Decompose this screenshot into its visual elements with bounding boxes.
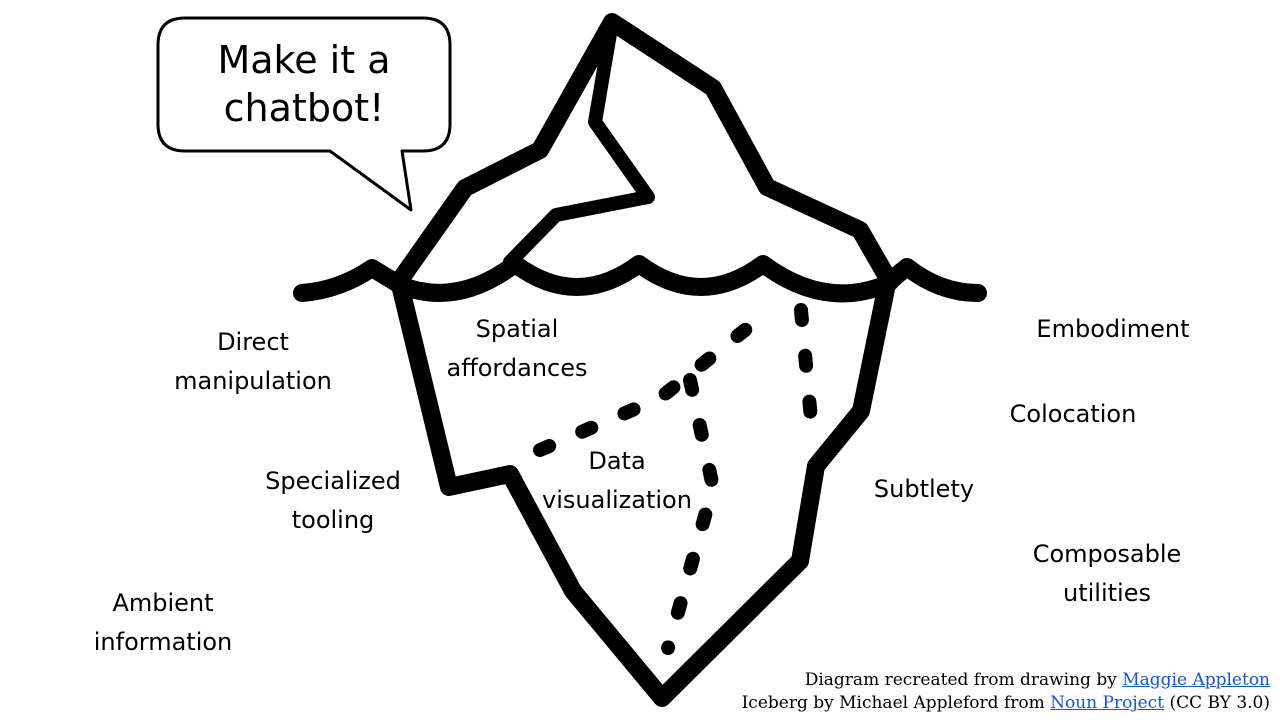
label-colocation: Colocation [1009,400,1137,428]
credits-line-2-suffix: (CC BY 3.0) [1164,693,1270,713]
label-spatial-affordances: Spatial affordances [446,315,588,382]
credits-line-1-prefix: Diagram recreated from drawing by [804,670,1123,690]
label-composable-utilities: Composable utilities [1032,540,1182,607]
label-direct-manipulation: Direct manipulation [174,328,332,395]
speech-bubble-text: Make it a chatbot! [158,36,450,132]
dotted-line-left [533,311,767,457]
credits-line-2-prefix: Iceberg by Michael Appleford from [741,693,1051,713]
credits-line-2: Iceberg by Michael Appleford from Noun P… [742,692,1270,715]
dotted-line-right [794,303,819,437]
credits-line-1: Diagram recreated from drawing by Maggie… [742,669,1270,692]
label-subtlety: Subtlety [873,475,975,503]
label-ambient-information: Ambient information [93,589,233,656]
noun-project-link[interactable]: Noun Project [1050,693,1165,713]
label-data-visualization: Data visualization [542,447,692,514]
speech-bubble-line-1: Make it a [217,38,391,82]
label-embodiment: Embodiment [1036,315,1190,343]
label-specialized-tooling: Specialized tooling [265,467,401,534]
credits: Diagram recreated from drawing by Maggie… [742,669,1270,715]
speech-bubble-line-2: chatbot! [223,86,385,130]
iceberg-tip [391,13,899,291]
waterline [293,255,987,303]
iceberg-tip-inner-line [503,15,655,269]
maggie-appleton-link[interactable]: Maggie Appleton [1122,670,1270,690]
speech-bubble [156,16,452,212]
iceberg-submerged-body [391,275,896,707]
